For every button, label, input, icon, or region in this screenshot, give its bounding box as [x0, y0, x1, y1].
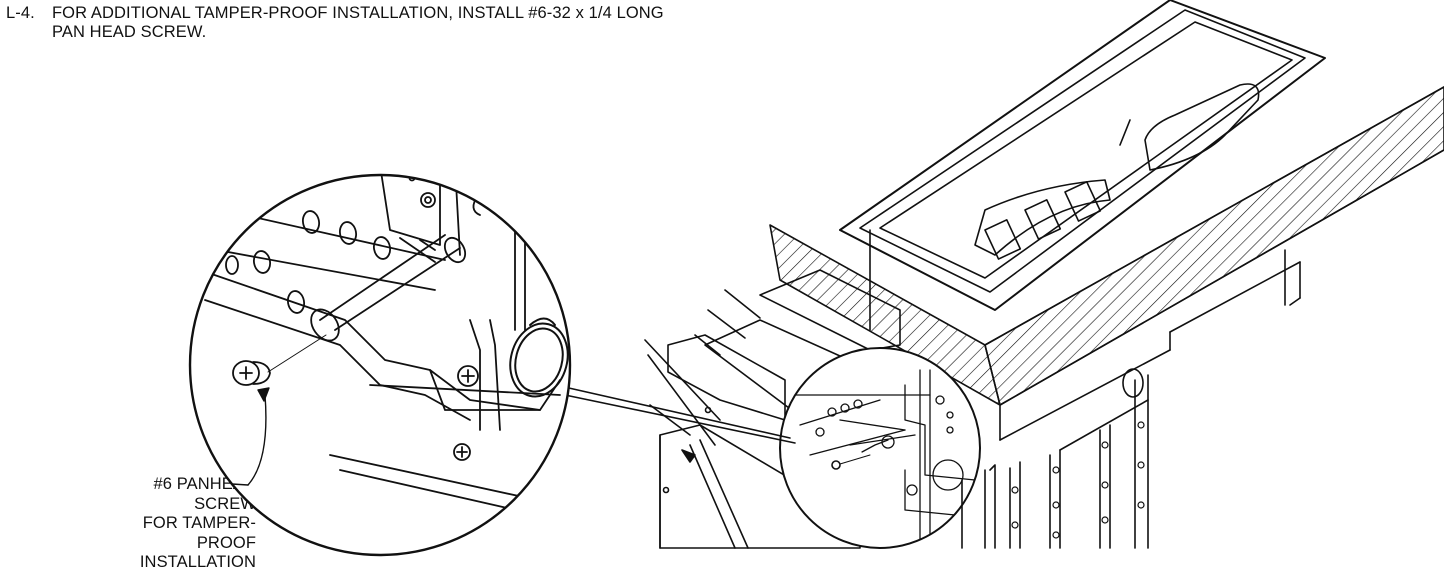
instruction-text-1: FOR ADDITIONAL TAMPER-PROOF INSTALLATION… [52, 4, 664, 22]
floor-box-cover [839, 0, 1326, 311]
instruction-text-2: PAN HEAD SCREW. [52, 23, 207, 41]
detail-leader-lines [559, 385, 796, 444]
keyhole-slots [1011, 421, 1145, 539]
instruction-line-1: L-4. FOR ADDITIONAL TAMPER-PROOF INSTALLA… [6, 4, 664, 23]
callout-line-2: FOR TAMPER-PROOF [142, 514, 256, 552]
step-number: L-4. [6, 4, 35, 22]
panhead-screw-icon [232, 334, 327, 386]
callout-leader [231, 483, 249, 486]
screw-callout-label: #6 PANHEAD SCREW FOR TAMPER-PROOF INSTAL… [96, 475, 256, 573]
callout-line-3: INSTALLATION [139, 553, 256, 571]
detail-circle-small [779, 347, 981, 549]
floor-box-body [999, 249, 1301, 549]
countertop-hatched-section [769, 86, 1444, 406]
instruction-step: L-4. FOR ADDITIONAL TAMPER-PROOF INSTALLA… [6, 4, 664, 42]
hitch-pin-ring-icon [509, 317, 569, 398]
box-lower-posts [961, 464, 996, 549]
detail-circle-enlarged [188, 173, 572, 557]
leader-arrow-icon [247, 387, 270, 486]
